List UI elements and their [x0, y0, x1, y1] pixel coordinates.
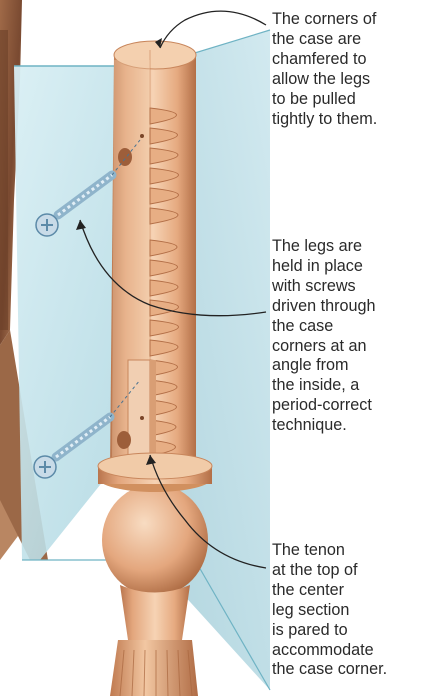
leg-ring-collar	[98, 453, 212, 492]
callout-screws-text: The legs are held in place with screws d…	[272, 237, 442, 436]
callout-corners-text: The corners of the case are chamfered to…	[272, 10, 442, 129]
callout-tenon-text: The tenon at the top of the center leg s…	[272, 541, 442, 680]
